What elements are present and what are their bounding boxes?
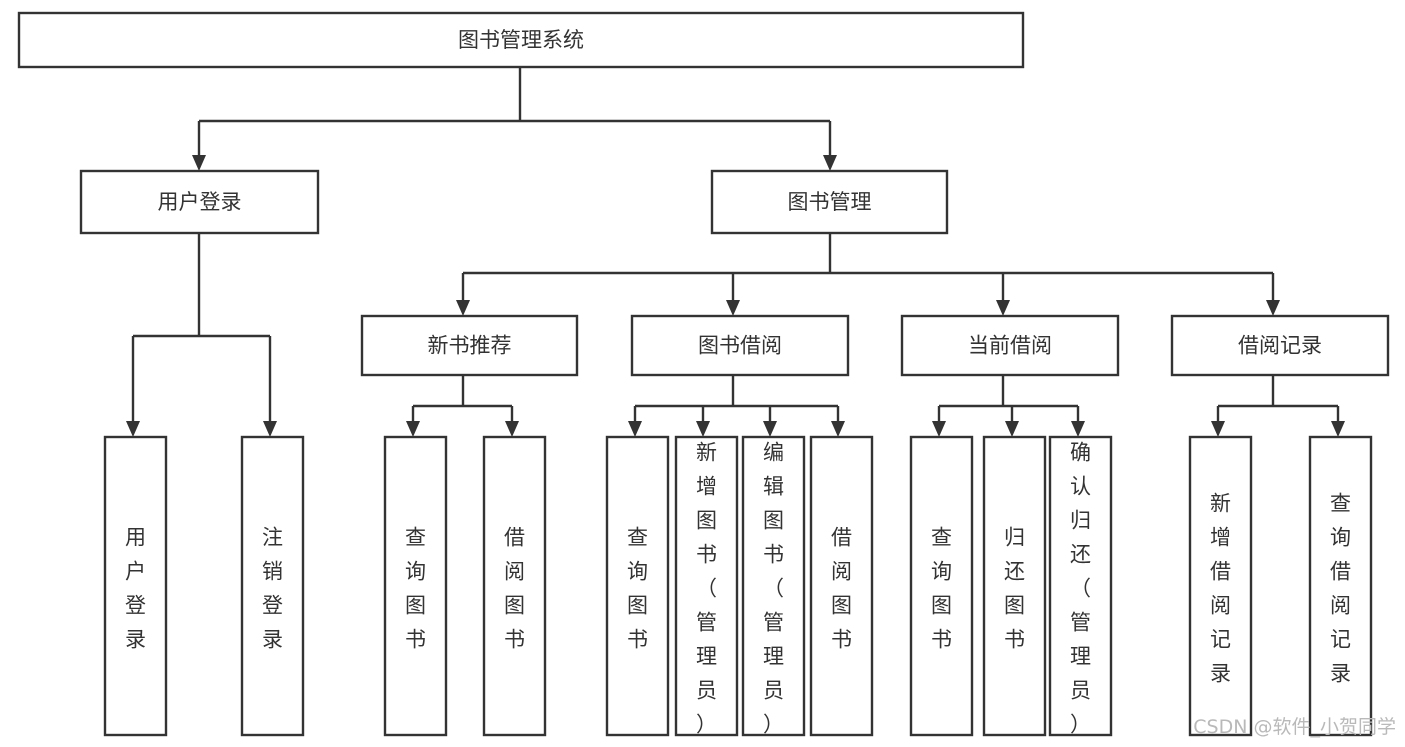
node-label-leaf-edit-book: 编辑图书（管理员） <box>763 441 784 737</box>
node-box-new-book-recommend[interactable] <box>360 314 579 377</box>
node-current-borrow[interactable]: 当前借阅 <box>900 314 1120 377</box>
node-leaf-query-book-borrow[interactable]: 查询图书 <box>605 435 670 737</box>
node-root[interactable]: 图书管理系统 <box>17 11 1025 69</box>
connector-current-borrow <box>932 375 1085 437</box>
node-leaf-add-book[interactable]: 新增图书（管理员） <box>674 435 739 737</box>
node-box-leaf-confirm-return[interactable] <box>1048 435 1113 737</box>
node-leaf-borrow-book[interactable]: 借阅图书 <box>809 435 874 737</box>
node-box-current-borrow[interactable] <box>900 314 1120 377</box>
connector-arrowhead <box>831 421 845 437</box>
connector-arrowhead <box>823 155 837 171</box>
nodes-layer: 图书管理系统用户登录图书管理新书推荐图书借阅当前借阅借阅记录用户登录注销登录查询… <box>17 11 1390 737</box>
connector-arrowhead <box>628 421 642 437</box>
node-borrow-record[interactable]: 借阅记录 <box>1170 314 1390 377</box>
connector-borrow-record <box>1211 375 1345 437</box>
connector-arrowhead <box>456 300 470 316</box>
connector-arrowhead <box>406 421 420 437</box>
node-box-leaf-query-book-borrow[interactable] <box>605 435 670 737</box>
connector-book-manage <box>456 233 1280 316</box>
node-box-leaf-borrow-book[interactable] <box>809 435 874 737</box>
node-label-current-borrow: 当前借阅 <box>968 334 1052 358</box>
connector-new-book-recommend <box>406 375 519 437</box>
node-label-leaf-add-book: 新增图书（管理员） <box>696 441 717 737</box>
connectors-layer <box>126 67 1345 437</box>
node-box-leaf-add-borrow-record[interactable] <box>1188 435 1253 737</box>
node-leaf-query-book-current[interactable]: 查询图书 <box>909 435 974 737</box>
node-label-book-manage: 图书管理 <box>788 190 872 214</box>
node-leaf-add-borrow-record[interactable]: 新增借阅记录 <box>1188 435 1253 737</box>
node-label-leaf-query-book-current: 查询图书 <box>931 526 952 652</box>
node-label-leaf-logout: 注销登录 <box>262 526 283 652</box>
connector-book-borrow <box>628 375 845 437</box>
node-box-leaf-borrow-book-recommend[interactable] <box>482 435 547 737</box>
node-label-book-borrow: 图书借阅 <box>698 334 782 358</box>
node-box-leaf-query-book-current[interactable] <box>909 435 974 737</box>
node-box-leaf-query-book-recommend[interactable] <box>383 435 448 737</box>
node-leaf-logout[interactable]: 注销登录 <box>240 435 305 737</box>
connector-arrowhead <box>763 421 777 437</box>
connector-arrowhead <box>126 421 140 437</box>
connector-arrowhead <box>696 421 710 437</box>
connector-user-login <box>126 233 277 437</box>
node-new-book-recommend[interactable]: 新书推荐 <box>360 314 579 377</box>
node-label-leaf-borrow-book: 借阅图书 <box>831 526 852 652</box>
node-label-leaf-query-borrow-record: 查询借阅记录 <box>1330 492 1351 686</box>
node-leaf-query-book-recommend[interactable]: 查询图书 <box>383 435 448 737</box>
node-label-leaf-return-book: 归还图书 <box>1004 526 1025 652</box>
node-label-borrow-record: 借阅记录 <box>1238 334 1322 358</box>
node-label-leaf-add-borrow-record: 新增借阅记录 <box>1210 492 1231 686</box>
node-book-borrow[interactable]: 图书借阅 <box>630 314 850 377</box>
node-user-login[interactable]: 用户登录 <box>79 169 320 235</box>
node-box-leaf-query-borrow-record[interactable] <box>1308 435 1373 737</box>
node-box-book-manage[interactable] <box>710 169 949 235</box>
connector-arrowhead <box>726 300 740 316</box>
node-box-leaf-logout[interactable] <box>240 435 305 737</box>
connector-arrowhead <box>1071 421 1085 437</box>
connector-arrowhead <box>1005 421 1019 437</box>
node-label-leaf-user-login: 用户登录 <box>125 526 146 652</box>
connector-arrowhead <box>1211 421 1225 437</box>
connector-arrowhead <box>1331 421 1345 437</box>
node-label-user-login: 用户登录 <box>158 190 242 214</box>
node-box-borrow-record[interactable] <box>1170 314 1390 377</box>
connector-arrowhead <box>1266 300 1280 316</box>
node-label-new-book-recommend: 新书推荐 <box>428 334 512 358</box>
node-box-user-login[interactable] <box>79 169 320 235</box>
node-leaf-query-borrow-record[interactable]: 查询借阅记录 <box>1308 435 1373 737</box>
node-label-leaf-confirm-return: 确认归还（管理员） <box>1070 441 1091 737</box>
connector-arrowhead <box>192 155 206 171</box>
csdn-watermark: CSDN @软件_小贺同学 <box>1193 716 1396 738</box>
node-box-leaf-add-book[interactable] <box>674 435 739 737</box>
node-box-leaf-edit-book[interactable] <box>741 435 806 737</box>
node-box-leaf-return-book[interactable] <box>982 435 1047 737</box>
connector-arrowhead <box>996 300 1010 316</box>
node-label-root: 图书管理系统 <box>458 28 584 52</box>
node-box-book-borrow[interactable] <box>630 314 850 377</box>
node-label-leaf-borrow-book-recommend: 借阅图书 <box>504 526 525 652</box>
node-leaf-edit-book[interactable]: 编辑图书（管理员） <box>741 435 806 737</box>
connector-arrowhead <box>263 421 277 437</box>
node-label-leaf-query-book-recommend: 查询图书 <box>405 526 426 652</box>
node-leaf-user-login[interactable]: 用户登录 <box>103 435 168 737</box>
node-book-manage[interactable]: 图书管理 <box>710 169 949 235</box>
node-leaf-return-book[interactable]: 归还图书 <box>982 435 1047 737</box>
node-leaf-confirm-return[interactable]: 确认归还（管理员） <box>1048 435 1113 737</box>
connector-arrowhead <box>505 421 519 437</box>
node-box-leaf-user-login[interactable] <box>103 435 168 737</box>
node-leaf-borrow-book-recommend[interactable]: 借阅图书 <box>482 435 547 737</box>
node-label-leaf-query-book-borrow: 查询图书 <box>627 526 648 652</box>
node-box-root[interactable] <box>17 11 1025 69</box>
connector-root <box>192 67 837 171</box>
connector-arrowhead <box>932 421 946 437</box>
